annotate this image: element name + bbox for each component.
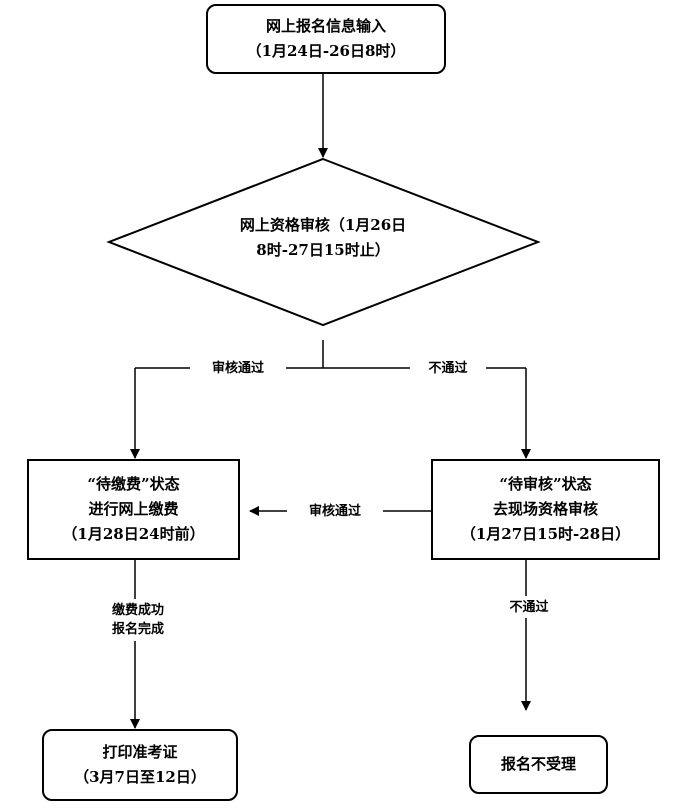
node-not-accepted-title: 报名不受理 — [500, 755, 576, 773]
node-print-admission: 打印准考证 （3月7日至12日） — [43, 730, 237, 800]
edge-label-review-passed: 审核通过 — [190, 358, 286, 378]
node-pending-payment-deadline: （1月28日24时前） — [62, 525, 205, 543]
node-not-accepted: 报名不受理 — [470, 736, 607, 793]
node-online-registration-dates: （1月24日-26日8时） — [246, 42, 406, 60]
node-pending-review-box — [431, 459, 660, 560]
node-pending-review: “待审核”状态 去现场资格审核 （1月27日15时-28日） — [432, 460, 659, 559]
node-pending-review-status: “待审核”状态 — [499, 475, 592, 493]
edge-label-review-passed-text: 审核通过 — [211, 360, 264, 376]
node-print-admission-dates: （3月7日至12日） — [74, 768, 206, 786]
node-online-registration-title: 网上报名信息输入 — [265, 17, 386, 35]
edge-label-payment-success-line1: 缴费成功 — [111, 603, 164, 618]
node-pending-payment-action: 进行网上缴费 — [88, 500, 179, 518]
node-online-review-dates: 8时-27日15时止） — [256, 241, 390, 259]
node-pending-payment: “待缴费”状态 进行网上缴费 （1月28日24时前） — [28, 460, 239, 559]
node-online-registration: 网上报名信息输入 （1月24日-26日8时） — [207, 5, 445, 73]
edge-label-payment-success-line2: 报名完成 — [111, 622, 164, 637]
node-not-accepted-box — [469, 735, 608, 794]
node-pending-review-dates: （1月27日15时-28日） — [460, 525, 631, 543]
node-print-admission-title: 打印准考证 — [102, 743, 178, 761]
edge-label-review-failed-text: 不通过 — [428, 360, 468, 376]
edge-label-onsite-passed-text: 审核通过 — [308, 503, 361, 519]
node-pending-review-action: 去现场资格审核 — [492, 500, 598, 518]
edge-label-review-failed: 不通过 — [410, 358, 486, 378]
edge-label-onsite-passed: 审核通过 — [287, 500, 383, 522]
node-pending-payment-status: “待缴费”状态 — [87, 475, 180, 493]
node-online-review-title: 网上资格审核（1月26日 — [239, 216, 407, 234]
node-print-admission-box — [42, 729, 238, 801]
node-pending-payment-box — [27, 459, 240, 560]
node-online-review-diamond — [106, 157, 541, 327]
edge-label-payment-success: 缴费成功 报名完成 — [92, 599, 184, 641]
edge-label-onsite-failed: 不通过 — [491, 596, 567, 618]
edge-label-onsite-failed-text: 不通过 — [509, 599, 549, 615]
node-online-review: 网上资格审核（1月26日 8时-27日15时止） — [200, 204, 446, 272]
node-online-registration-box — [206, 4, 446, 74]
